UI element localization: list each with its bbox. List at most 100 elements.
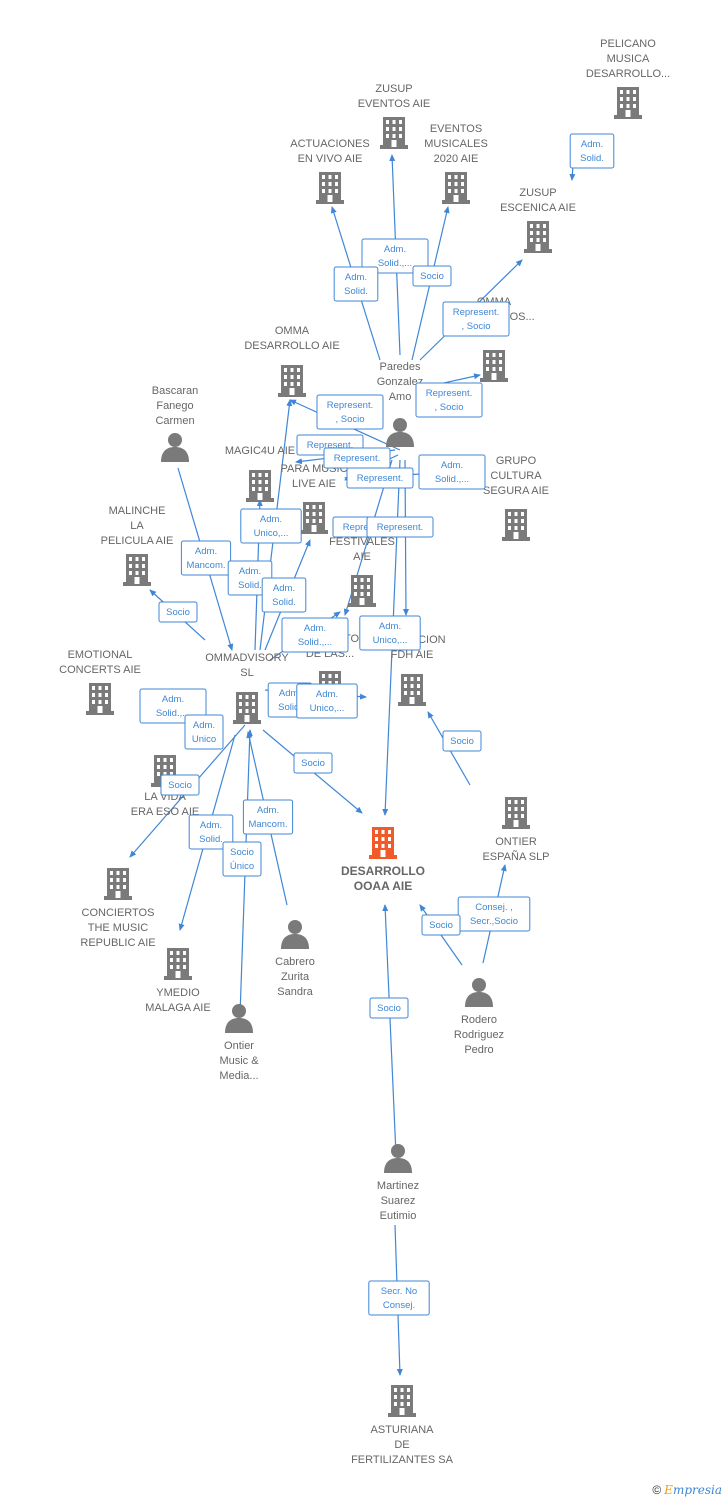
node-label: Gonzalez — [377, 376, 423, 388]
edge-label-text: Adm. — [304, 623, 326, 634]
edge-label[interactable]: Adm. Solid. — [569, 133, 615, 169]
edge-label-text: Adm. — [581, 139, 603, 150]
edge-label[interactable]: Adm.Solid. — [227, 560, 273, 596]
edge-label[interactable]: Socio — [293, 752, 333, 774]
node-label: DESARROLLO AIE — [244, 340, 339, 352]
edge-label-text: Unico,... — [310, 703, 345, 714]
edge-label-text: Adm. — [162, 694, 184, 705]
edge-label-text: Consej. — [383, 1300, 415, 1311]
edge-label[interactable]: Adm.Solid.,... — [281, 617, 349, 653]
edge-label[interactable]: Socio — [160, 774, 200, 796]
node-label: DE — [394, 1439, 409, 1451]
edge-label-text: Solid.,... — [378, 258, 412, 269]
node-label: Bascaran — [152, 385, 198, 397]
edge-label[interactable]: Socio — [442, 730, 482, 752]
building-icon — [502, 797, 530, 829]
building-icon — [164, 948, 192, 980]
building-icon — [104, 868, 132, 900]
edge-label[interactable]: Represent. — [346, 467, 414, 489]
edge-label[interactable]: Represent., Socio — [415, 382, 483, 418]
node-magic4u[interactable]: MAGIC4U AIE — [225, 445, 295, 502]
node-label: MALAGA AIE — [145, 1002, 210, 1014]
node-label: Fanego — [156, 400, 193, 412]
edge-label[interactable]: Adm.Solid.,... — [361, 238, 429, 274]
edge-label-text: Único — [230, 861, 254, 872]
edge-label[interactable]: Represent. , Socio — [442, 301, 510, 337]
edge-label[interactable]: Adm.Solid. — [261, 577, 307, 613]
building-icon — [442, 172, 470, 204]
node-label: OMMA — [275, 325, 310, 337]
edge-label-text: , Socio — [461, 321, 490, 332]
edge-label-text: Socio — [450, 736, 474, 747]
edge-label-box — [240, 508, 302, 544]
node-label: ONTIER — [495, 836, 537, 848]
edge-label[interactable]: Adm.Unico,... — [240, 508, 302, 544]
edge-label-text: Solid. — [199, 834, 223, 845]
edge-label[interactable]: Represent. — [323, 447, 391, 469]
node-label: EVENTOS — [430, 123, 482, 135]
edge-label[interactable]: Adm.Unico,... — [296, 683, 358, 719]
edge-label[interactable]: Adm.Solid. — [188, 814, 234, 850]
node-label: PELICULA AIE — [101, 535, 174, 547]
edge-label-text: Mancom. — [186, 560, 225, 571]
node-label: AIE — [353, 551, 371, 563]
edge-label[interactable]: Socio — [421, 914, 461, 936]
edge-label-text: Adm. — [195, 546, 217, 557]
building-icon — [316, 172, 344, 204]
node-label: OMMADVISORY — [205, 652, 289, 664]
edge-label[interactable]: Consej. ,Secr.,Socio — [457, 896, 531, 932]
edge-label-text: Solid.,... — [156, 708, 190, 719]
edge-label[interactable]: Adm.Unico — [184, 714, 224, 750]
edge-label[interactable]: Adm.Solid. — [333, 266, 379, 302]
node-label: LA — [130, 520, 144, 532]
node-omma-des[interactable]: OMMA DESARROLLO AIE — [244, 325, 340, 397]
edge-label[interactable]: Adm.Unico,... — [359, 615, 421, 651]
edge-label[interactable]: Represent. — [366, 516, 434, 538]
edge-label[interactable]: Socio — [158, 601, 198, 623]
edge-label[interactable]: Socio — [412, 265, 452, 287]
edge-label[interactable]: Socio — [369, 997, 409, 1019]
edge-label[interactable]: Represent., Socio — [316, 394, 384, 430]
building-icon — [398, 674, 426, 706]
edge-label-text: Mancom. — [248, 819, 287, 830]
edge-label[interactable]: Adm. Mancom. — [180, 540, 232, 576]
building-icon — [123, 554, 151, 586]
node-pelicano[interactable]: PELICANOMUSICADESARROLLO... — [586, 38, 670, 119]
edge-label-text: Socio — [230, 847, 254, 858]
building-icon — [388, 1385, 416, 1417]
edge-label-text: Represent. — [453, 307, 499, 318]
edge-label-text: Unico,... — [373, 635, 408, 646]
edge-label[interactable]: Adm.Mancom. — [242, 799, 294, 835]
edge-line — [382, 904, 397, 1156]
person-icon — [225, 1004, 253, 1033]
edge-label-text: Adm. — [239, 566, 261, 577]
edge-label-box — [293, 752, 333, 774]
node-label: CULTURA — [490, 470, 542, 482]
edge-label[interactable]: Adm.Solid.,... — [418, 454, 486, 490]
copyright-mark: © — [652, 1483, 662, 1497]
edge-label-text: Solid. — [580, 153, 604, 164]
edge-label-box — [569, 133, 615, 169]
